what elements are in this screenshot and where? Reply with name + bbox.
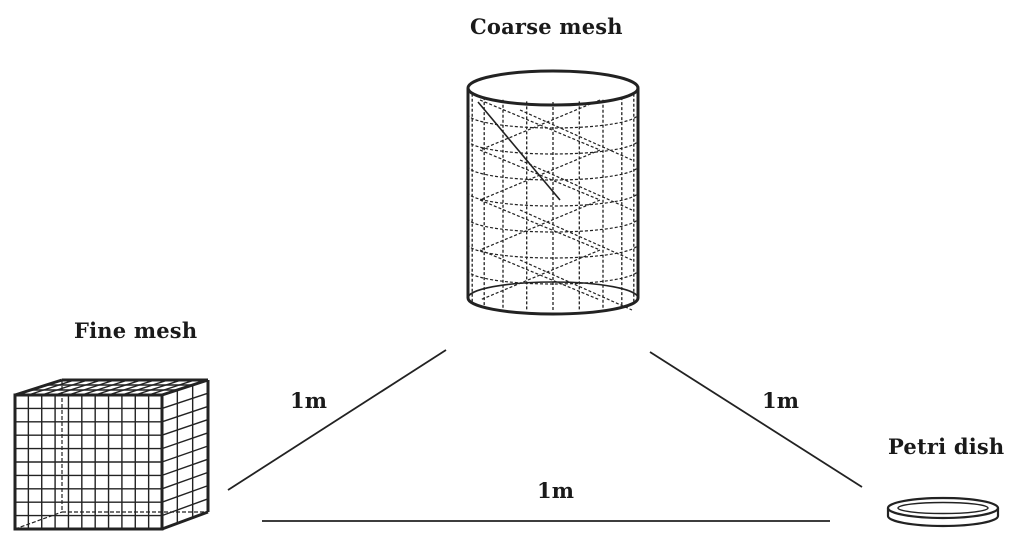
cylinder-mesh-icon (466, 69, 640, 316)
mesh-ring (467, 113, 639, 129)
mesh-line (68, 379, 115, 396)
mesh-line (519, 159, 633, 211)
mesh-line (161, 484, 209, 503)
mesh-line (94, 379, 142, 396)
mesh-line (28, 379, 75, 396)
coarse-mesh-label: Coarse mesh (470, 14, 623, 39)
distance-label-bottom: 1m (537, 478, 575, 503)
mesh-line (479, 99, 601, 151)
mesh-ring (467, 165, 639, 181)
mesh-line (148, 379, 195, 396)
mesh-line (161, 432, 209, 450)
distance-line-left (227, 349, 447, 491)
mesh-line (479, 199, 601, 251)
distance-label-left: 1m (290, 388, 328, 413)
mesh-line (161, 471, 209, 490)
mesh-line (41, 379, 88, 396)
fine-mesh-label: Fine mesh (74, 318, 198, 343)
mesh-line (54, 379, 102, 396)
mesh-line (135, 379, 182, 396)
mesh-line (161, 458, 209, 477)
mesh-line (519, 209, 633, 261)
mesh-line (108, 379, 155, 396)
distance-line-right (649, 351, 863, 488)
mesh-line (519, 259, 633, 311)
mesh-ring (467, 269, 639, 285)
mesh-ring (467, 243, 639, 259)
petri-dish-label: Petri dish (888, 434, 1005, 459)
mesh-ring (467, 217, 639, 233)
mesh-line (161, 405, 209, 423)
mesh-line (121, 379, 169, 396)
cube-grid-icon (13, 378, 210, 531)
mesh-ring (467, 139, 639, 155)
distance-label-right: 1m (762, 388, 800, 413)
mesh-line (477, 101, 561, 201)
mesh-line (519, 109, 633, 161)
mesh-line (479, 249, 601, 301)
mesh-line (161, 445, 209, 463)
mesh-line (161, 498, 209, 517)
petri-dish-icon (886, 496, 1000, 528)
mesh-ring (467, 191, 639, 207)
mesh-line (81, 379, 129, 396)
mesh-line (161, 418, 209, 436)
mesh-line (161, 392, 209, 410)
